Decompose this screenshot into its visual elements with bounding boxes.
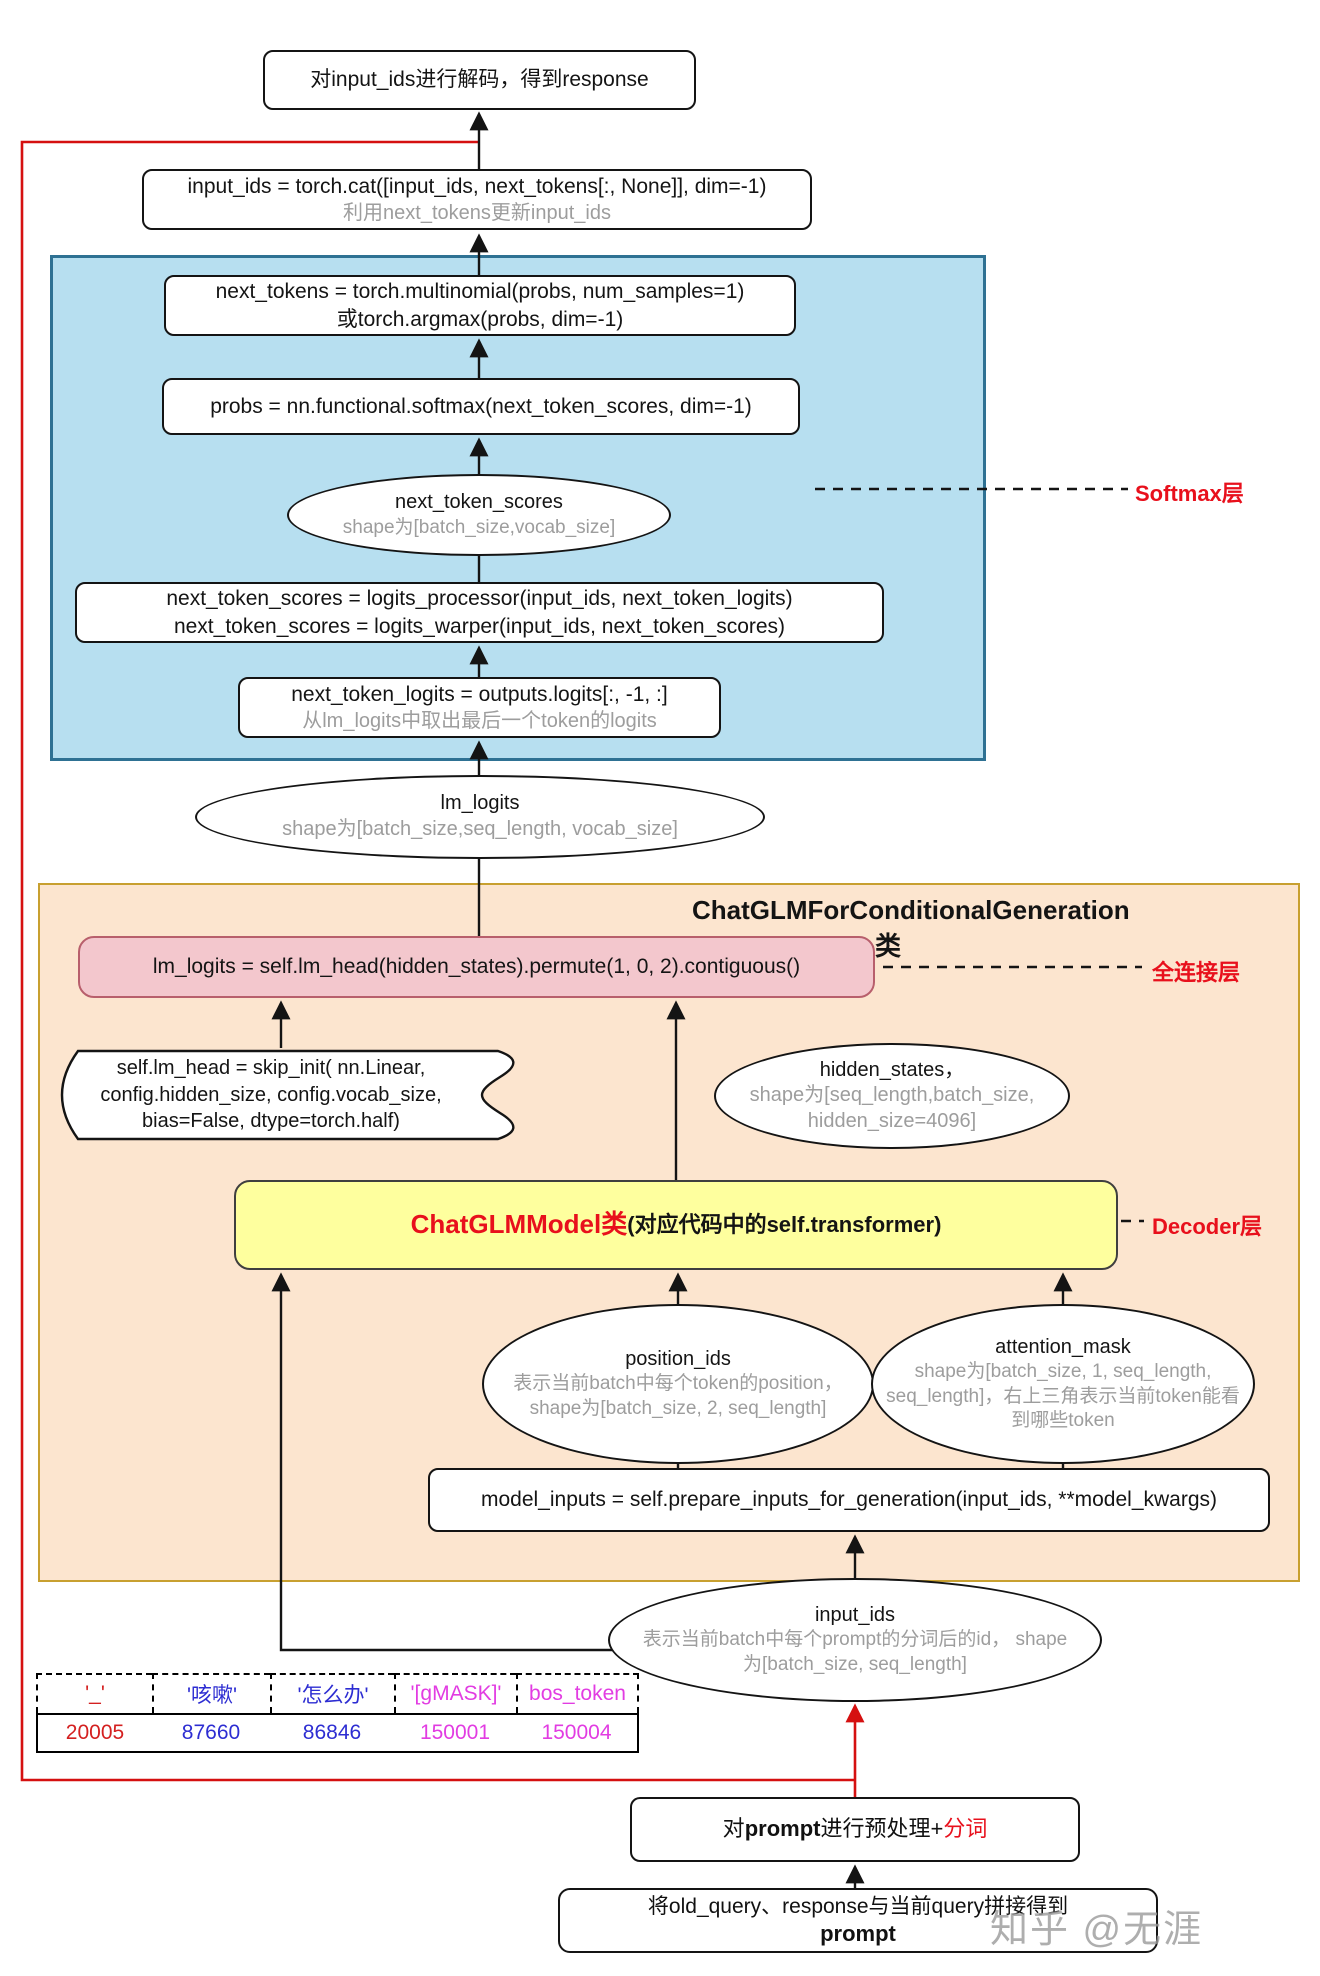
prepare-inputs-box: model_inputs = self.prepare_inputs_for_g… <box>428 1468 1270 1532</box>
token-header-cell: '[gMASK]' <box>394 1673 516 1713</box>
token-id-cell: 150004 <box>516 1713 639 1753</box>
next-token-logits-box: next_token_logits = outputs.logits[:, -1… <box>238 677 721 738</box>
update-note: 利用next_tokens更新input_ids <box>343 202 611 225</box>
token-id-cell: 20005 <box>36 1713 152 1753</box>
chatglm-model-box: ChatGLMModel类(对应代码中的self.transformer) <box>234 1180 1118 1270</box>
next-token-scores-ellipse: next_token_scores shape为[batch_size,voca… <box>287 474 671 556</box>
hidden-states-note: shape为[seq_length,batch_size, hidden_siz… <box>749 1084 1035 1132</box>
chatglm-model-title-red: ChatGLMModel类 <box>410 1209 628 1240</box>
token-table-header-row: '_' '咳嗽' '怎么办' '[gMASK]' bos_token <box>36 1673 639 1713</box>
lm-head-code: lm_logits = self.lm_head(hidden_states).… <box>152 955 801 979</box>
logits-code: next_token_logits = outputs.logits[:, -1… <box>291 682 668 706</box>
token-header-cell: '怎么办' <box>270 1673 394 1713</box>
probs-code: probs = nn.functional.softmax(next_token… <box>210 394 752 418</box>
concat-line1: 将old_query、response与当前query拼接得到 <box>647 1894 1069 1918</box>
scores-line2: next_token_scores = logits_warper(input_… <box>173 614 786 638</box>
logits-processor-box: next_token_scores = logits_processor(inp… <box>75 582 884 643</box>
decoder-layer-label: Decoder层 <box>1152 1214 1263 1239</box>
token-header-cell: bos_token <box>516 1673 639 1713</box>
lm-logits-note: shape为[batch_size,seq_length, vocab_size… <box>282 818 678 840</box>
chatglm-model-title-black: (对应代码中的self.transformer) <box>627 1211 942 1237</box>
position-ids-note: 表示当前batch中每个token的position，shape为[batch_… <box>513 1373 843 1419</box>
decode-response-text: 对input_ids进行解码，得到response <box>310 68 649 92</box>
update-code: input_ids = torch.cat([input_ids, next_t… <box>187 174 767 198</box>
lm-logits-ellipse: lm_logits shape为[batch_size,seq_length, … <box>195 775 765 859</box>
next-tokens-sample-box: next_tokens = torch.multinomial(probs, n… <box>164 275 796 336</box>
lm-head-box: lm_logits = self.lm_head(hidden_states).… <box>78 936 875 998</box>
hidden-states-ellipse: hidden_states， shape为[seq_length,batch_s… <box>714 1043 1070 1149</box>
token-id-cell: 86846 <box>270 1713 394 1753</box>
preprocess-part1: 对 <box>722 1816 745 1842</box>
lm-logits-title: lm_logits <box>440 792 520 815</box>
hidden-states-title: hidden_states， <box>819 1058 965 1081</box>
skip-init-text: self.lm_head = skip_init( nn.Linear, con… <box>62 1048 480 1142</box>
sample-line1: next_tokens = torch.multinomial(probs, n… <box>215 280 745 304</box>
attention-mask-title: attention_mask <box>995 1335 1131 1358</box>
skip-init-line3: bias=False, dtype=torch.half) <box>142 1110 400 1133</box>
decode-response-box: 对input_ids进行解码，得到response <box>263 50 696 110</box>
softmax-layer-label: Softmax层 <box>1135 481 1244 506</box>
skip-init-line1: self.lm_head = skip_init( nn.Linear, <box>116 1057 426 1080</box>
scores-line1: next_token_scores = logits_processor(inp… <box>166 587 793 611</box>
scores-ellipse-title: next_token_scores <box>395 491 563 514</box>
generation-class-title: ChatGLMForConditionalGeneration类 <box>692 895 1130 961</box>
token-id-cell: 150001 <box>394 1713 516 1753</box>
position-ids-ellipse: position_ids 表示当前batch中每个token的position，… <box>482 1304 874 1464</box>
preprocess-part4: 分词 <box>943 1816 988 1842</box>
attention-mask-ellipse: attention_mask shape为[batch_size, 1, seq… <box>871 1304 1255 1464</box>
position-ids-title: position_ids <box>625 1347 731 1370</box>
skip-init-callout: self.lm_head = skip_init( nn.Linear, con… <box>48 1048 520 1142</box>
preprocess-part2: prompt <box>744 1816 821 1842</box>
fully-connected-layer-label: 全连接层 <box>1152 960 1241 985</box>
preprocess-part3: 进行预处理+ <box>820 1816 944 1842</box>
token-header-cell: '咳嗽' <box>152 1673 270 1713</box>
callout-shape <box>60 1049 515 1141</box>
input-ids-title: input_ids <box>814 1603 896 1626</box>
probs-softmax-box: probs = nn.functional.softmax(next_token… <box>162 378 800 435</box>
scores-ellipse-note: shape为[batch_size,vocab_size] <box>342 516 616 538</box>
token-table-value-row: 20005 87660 86846 150001 150004 <box>36 1713 639 1753</box>
token-header-cell: '_' <box>36 1673 152 1713</box>
logits-note: 从lm_logits中取出最后一个token的logits <box>302 710 657 733</box>
skip-init-line2: config.hidden_size, config.vocab_size, <box>100 1083 442 1106</box>
watermark-text: 知乎 @无涯 <box>990 1909 1204 1951</box>
concat-line2: prompt <box>820 1920 896 1946</box>
attention-mask-note: shape为[batch_size, 1, seq_length, seq_le… <box>886 1361 1240 1431</box>
concat-query-box: 将old_query、response与当前query拼接得到 prompt <box>558 1888 1158 1953</box>
input-ids-ellipse: input_ids 表示当前batch中每个prompt的分词后的id， sha… <box>608 1578 1102 1702</box>
token-id-cell: 87660 <box>152 1713 270 1753</box>
input-ids-note: 表示当前batch中每个prompt的分词后的id， shape为[batch_… <box>642 1629 1068 1675</box>
sample-line2: 或torch.argmax(probs, dim=-1) <box>336 307 624 331</box>
prepare-inputs-code: model_inputs = self.prepare_inputs_for_g… <box>480 1488 1218 1512</box>
update-input-ids-box: input_ids = torch.cat([input_ids, next_t… <box>142 169 812 230</box>
